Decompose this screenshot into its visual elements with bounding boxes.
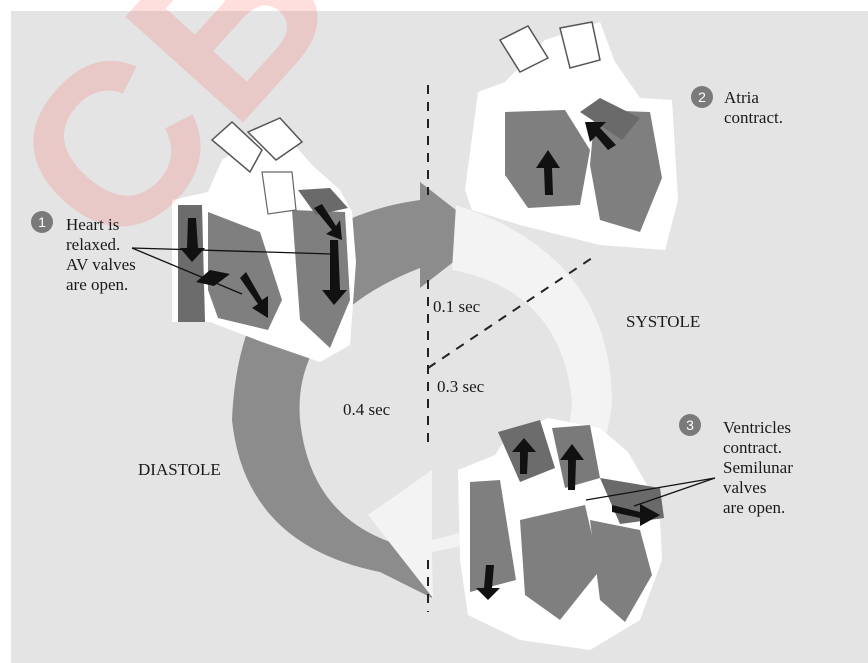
- timing-0-1-sec: 0.1 sec: [433, 297, 480, 317]
- timing-0-4-sec: 0.4 sec: [343, 400, 390, 420]
- heart-relaxed: [172, 118, 356, 362]
- step-1-label: Heart is relaxed. AV valves are open.: [66, 215, 136, 295]
- diastole-label: DIASTOLE: [138, 460, 221, 480]
- heart-ventricles-contract: [458, 418, 664, 650]
- systole-label: SYSTOLE: [626, 312, 700, 332]
- step-3-label: Ventricles contract. Semilunar valves ar…: [723, 418, 793, 518]
- timing-0-3-sec: 0.3 sec: [437, 377, 484, 397]
- step-2-badge: 2: [691, 86, 713, 108]
- step-3-badge: 3: [679, 414, 701, 436]
- step-2-label: Atria contract.: [724, 88, 783, 128]
- heart-atria-contract: [465, 22, 678, 250]
- step-1-badge: 1: [31, 211, 53, 233]
